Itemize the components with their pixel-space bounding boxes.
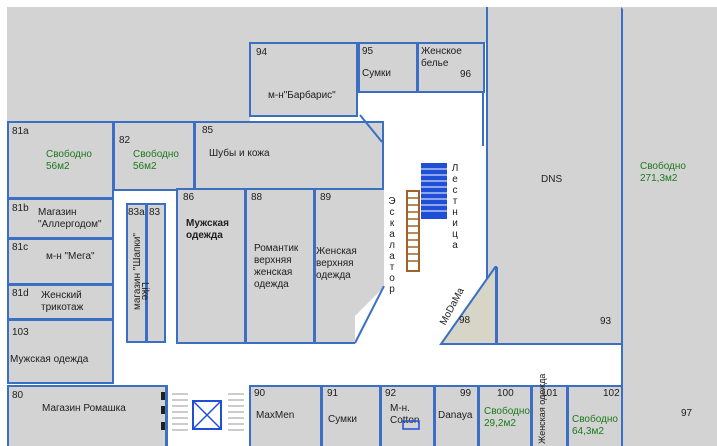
room-89-name: Женская верхняя одежда — [316, 246, 357, 281]
room-100-number: 100 — [497, 388, 514, 399]
room-92-number: 92 — [385, 388, 397, 399]
atrium-walls — [359, 93, 484, 146]
room-86[interactable] — [176, 188, 246, 344]
room-85[interactable] — [194, 121, 384, 191]
room-81a[interactable] — [7, 121, 114, 199]
room-81a-free: Свободно 56м2 — [46, 149, 92, 172]
room-93-number: 93 — [600, 316, 612, 327]
room-92[interactable] — [380, 385, 435, 446]
room-102-number: 102 — [603, 388, 620, 399]
bottom-stairs-steps-left — [172, 393, 188, 431]
room-95-number: 95 — [362, 46, 374, 57]
room-81b-number: 81b — [12, 203, 29, 214]
room-98-number: 98 — [459, 315, 471, 326]
room-80-number: 80 — [12, 390, 24, 401]
room-98[interactable] — [438, 266, 498, 346]
exit-marker — [161, 392, 165, 430]
room-85-name: Шубы и кожа — [209, 148, 270, 159]
room-83-number: 83 — [149, 207, 161, 218]
room-99-name: Danaya — [438, 410, 473, 421]
room-94-name: м-н"Барбарис" — [268, 90, 336, 101]
room-99-number: 99 — [460, 388, 472, 399]
room-97[interactable] — [621, 7, 717, 446]
escalator-icon[interactable] — [406, 190, 420, 272]
room-81d-name: Женский трикотаж — [41, 290, 84, 313]
stairs-icon[interactable] — [421, 163, 447, 219]
room-101-number: 101 — [541, 388, 558, 399]
room-102-free: Свободно 64,3м2 — [572, 414, 618, 437]
room-103-number: 103 — [12, 327, 29, 338]
room-90-number: 90 — [254, 388, 266, 399]
room-80-name: Магазин Ромашка — [42, 403, 126, 414]
room-90-name: MaxMen — [256, 410, 295, 421]
room-86-name: Мужская одежда — [186, 218, 229, 241]
room-83-name: Like — [139, 282, 150, 301]
room-85-number: 85 — [202, 125, 214, 136]
bottom-stairs-steps — [228, 393, 244, 431]
room-83[interactable] — [146, 203, 166, 343]
room-81d[interactable] — [7, 284, 114, 320]
room-96-name: Женское белье — [421, 46, 462, 69]
room-97-number: 97 — [681, 408, 693, 419]
room-81c-name: м-н "Мега" — [46, 251, 95, 262]
room-top-left-strip — [7, 7, 360, 43]
elevator-icon[interactable] — [192, 400, 222, 430]
room-88-name: Романтик верхняя женская одежда — [254, 243, 299, 290]
room-83a-number: 83a — [128, 207, 145, 218]
room-89-corner — [355, 286, 385, 346]
room-94[interactable] — [249, 42, 358, 117]
room-96[interactable] — [417, 42, 485, 93]
room-102[interactable] — [567, 385, 623, 446]
room-95-name: Сумки — [362, 68, 391, 79]
room-89-number: 89 — [320, 192, 332, 203]
room-103-name: Мужская одежда — [10, 354, 89, 365]
room-81d-number: 81d — [12, 288, 29, 299]
room-81a-number: 81a — [12, 126, 29, 137]
room-81b-name: Магазин "Аллергодом" — [38, 207, 102, 230]
room-103[interactable] — [7, 319, 114, 384]
room-81c-number: 81c — [12, 242, 29, 253]
room-88-number: 88 — [251, 192, 263, 203]
room-82[interactable] — [113, 121, 195, 191]
room-91-number: 91 — [327, 388, 339, 399]
room-86-number: 86 — [183, 192, 195, 203]
room-96-number: 96 — [460, 69, 472, 80]
room-80[interactable] — [7, 385, 167, 446]
room-100-free: Свободно 29,2м2 — [484, 406, 530, 429]
room-88[interactable] — [245, 188, 315, 344]
room-101-name: Женская одежда — [537, 373, 547, 444]
room-81b[interactable] — [7, 198, 114, 239]
room-97-free: Свободно 271,3м2 — [640, 161, 686, 184]
room-82-number: 82 — [119, 135, 131, 146]
room-89[interactable] — [314, 188, 384, 344]
room-92-entrance-icon — [402, 420, 420, 430]
room-94-number: 94 — [256, 47, 268, 58]
room-91-name: Сумки — [328, 414, 357, 425]
room-dns-name: DNS — [541, 174, 563, 185]
room-82-free: Свободно 56м2 — [133, 149, 179, 172]
room-dns-lower[interactable] — [496, 267, 622, 345]
